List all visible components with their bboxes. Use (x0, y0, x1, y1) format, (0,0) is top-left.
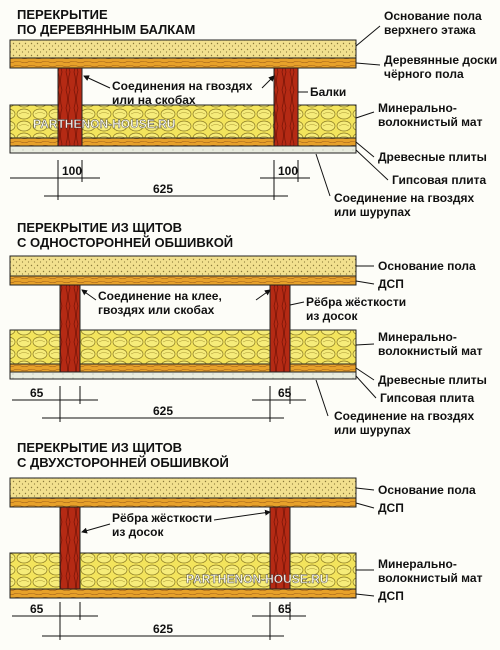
leader-2-6 (355, 375, 377, 399)
gypsum-board-layer (9, 371, 357, 380)
section-3-double-sheathed-panel: ПЕРЕКРЫТИЕ ИЗ ЩИТОВ С ДВУХСТОРОННЕЙ ОБШИ… (9, 440, 483, 640)
section-2-title: ПЕРЕКРЫТИЕ ИЗ ЩИТОВ С ОДНОСТОРОННЕЙ ОБШИ… (17, 220, 233, 250)
particleboard-top-layer (9, 497, 357, 508)
leader-2-3 (289, 301, 305, 306)
rib-right (269, 506, 291, 590)
label-1-gypsum: Гипсовая плита (392, 173, 486, 187)
subfloor-boards-layer (9, 57, 357, 69)
section-3-title: ПЕРЕКРЫТИЕ ИЗ ЩИТОВ С ДВУХСТОРОННЕЙ ОБШИ… (17, 440, 229, 470)
label-1-beams: Балки (310, 85, 346, 99)
dimension-lines-1 (10, 160, 310, 200)
label-2-floor-base: Основание пола (378, 259, 476, 273)
label-1-subfloor: Деревянные доски чёрного пола (384, 53, 500, 81)
label-2-particleboard: ДСП (378, 277, 404, 291)
callout-2-arrow-left (81, 289, 97, 301)
callout-2: Соединение на клее, гвоздях или скобах (98, 289, 225, 317)
section-1-title: ПЕРЕКРЫТИЕ ПО ДЕРЕВЯННЫМ БАЛКАМ (17, 7, 195, 37)
watermark-1: PARTHENON-HOUSE.RU (33, 117, 175, 131)
label-3-mineral-wool: Минерально- волокнистый мат (378, 557, 483, 585)
label-1-fastening: Соединение на гвоздях или шурупах (334, 191, 477, 219)
leader-2-5 (355, 367, 375, 381)
leader-2-2 (355, 280, 375, 285)
dimension-lines-2 (12, 386, 306, 422)
dim-1-left: 100 (62, 164, 82, 178)
leader-1-1 (355, 25, 381, 47)
label-2-gypsum: Гипсовая плита (380, 391, 474, 405)
label-3-particleboard-top: ДСП (378, 501, 404, 515)
watermark-3: PARTHENON-HOUSE.RU (186, 572, 328, 586)
beam-right (273, 67, 299, 147)
label-3-floor-base: Основание пола (378, 483, 476, 497)
callout-3: Рёбра жёсткости из досок (112, 511, 215, 539)
label-1-wood-boards: Древесные плиты (378, 150, 487, 164)
label-1-mineral-wool: Минерально- волокнистый мат (378, 101, 483, 129)
label-1-floor-base: Основание пола верхнего этажа (384, 9, 485, 37)
leader-2-4 (355, 343, 375, 346)
leader-3-4 (355, 593, 375, 597)
dim-3-right: 65 (278, 602, 292, 616)
beam-left (57, 67, 83, 147)
label-3-particleboard-bottom: ДСП (378, 589, 404, 603)
particleboard-layer (9, 275, 357, 286)
label-2-wood-boards: Древесные плиты (378, 373, 487, 387)
leader-1-6 (355, 149, 389, 181)
rib-right (269, 284, 291, 373)
label-2-mineral-wool: Минерально- волокнистый мат (378, 330, 483, 358)
callout-3-arrow-right (213, 509, 271, 521)
leader-2-7 (315, 379, 329, 417)
floor-base-layer (9, 255, 357, 277)
particleboard-bottom-layer (9, 588, 357, 599)
dim-3-span: 625 (153, 622, 173, 636)
gypsum-board-layer (9, 145, 357, 154)
dim-3-left: 65 (30, 602, 44, 616)
callout-1-arrow-right (261, 75, 275, 89)
section-1-beam-floor: ПЕРЕКРЫТИЕ ПО ДЕРЕВЯННЫМ БАЛКАМ PARTHENO… (9, 7, 500, 219)
label-2-fastening: Соединение на гвоздях или шурупах (334, 409, 477, 437)
label-2-ribs: Рёбра жёсткости из досок (306, 295, 409, 323)
rib-left (59, 284, 81, 373)
callout-1-arrow-left (83, 75, 111, 89)
callout-1: Соединения на гвоздях или на скобах (112, 79, 256, 107)
dimension-lines-3 (12, 602, 306, 640)
leader-1-2 (355, 62, 381, 66)
leader-3-2 (355, 502, 375, 509)
leader-1-7 (315, 153, 331, 197)
rib-left (59, 506, 81, 590)
leader-1-4 (355, 111, 375, 119)
dim-1-right: 100 (278, 164, 298, 178)
section-2-single-sheathed-panel: ПЕРЕКРЫТИЕ ИЗ ЩИТОВ С ОДНОСТОРОННЕЙ ОБШИ… (9, 220, 487, 437)
leader-3-1 (355, 487, 375, 491)
dim-2-span: 625 (153, 404, 173, 418)
floor-base-layer (9, 39, 357, 59)
dim-1-span: 625 (153, 182, 173, 196)
callout-3-arrow-left (81, 523, 111, 534)
floor-base-layer (9, 477, 357, 499)
dim-2-left: 65 (30, 386, 44, 400)
callout-2-arrow-right (255, 289, 271, 301)
dim-2-right: 65 (278, 386, 292, 400)
leader-1-5 (355, 141, 375, 158)
